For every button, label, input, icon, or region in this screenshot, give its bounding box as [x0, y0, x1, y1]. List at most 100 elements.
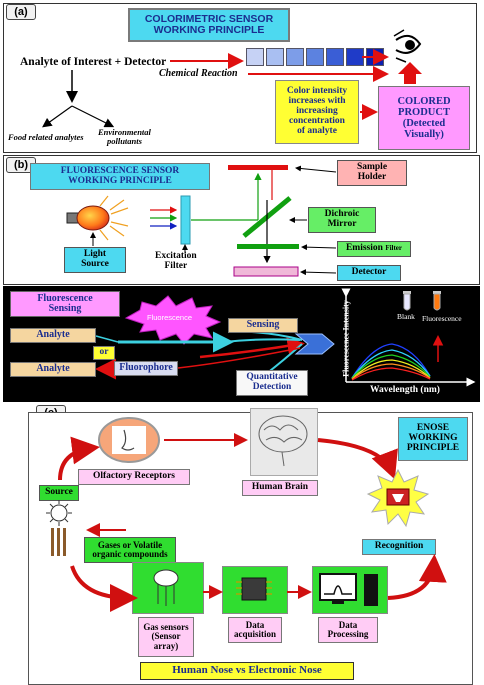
eye-icon	[393, 29, 422, 63]
food-analytes-label: Food related analytes	[8, 132, 84, 142]
fluorescence-sensing-graphics	[95, 288, 476, 387]
enose-title-box: ENOSE WORKING PRINCIPLE	[398, 417, 468, 461]
fluorescence-sensing-line1: Fluorescence	[37, 292, 93, 304]
colorimetric-title-line2: WORKING PRINCIPLE	[153, 24, 265, 36]
sensing-label: Sensing	[246, 319, 280, 331]
colored-product-line-2: PRODUCT	[398, 106, 450, 118]
excitation-filter-label: Excitation Filter	[155, 251, 197, 272]
colored-product-line-1: COLORED	[397, 95, 451, 107]
olfactory-label: Olfactory Receptors	[92, 471, 176, 482]
blank-label: Blank	[397, 312, 415, 321]
fluorescence-sensing-line2: Sensing	[48, 303, 82, 314]
arrow-source-to-sensors	[70, 565, 138, 612]
branch-left	[42, 105, 73, 128]
panel-a-graphics	[42, 29, 422, 128]
gases-box: Gases or Volatile organic compounds	[84, 537, 176, 563]
fluorescence-vial-label: Fluorescence	[422, 314, 462, 323]
spectrum-curve-green	[351, 354, 431, 379]
colorimetric-title: COLORIMETRIC SENSOR WORKING PRINCIPLE	[128, 8, 290, 42]
light-source-box: Light Source	[64, 247, 126, 273]
intensity-line-1: Color intensity	[286, 86, 348, 97]
color-scale	[246, 48, 386, 66]
data-acq-line1: Data	[245, 619, 265, 630]
colored-product-line-4: Visually)	[404, 129, 444, 141]
analyte-label-2: Analyte	[36, 363, 70, 375]
spectrum-x-label: Wavelength (nm)	[370, 385, 440, 395]
gases-line1: Gases or Volatile	[97, 539, 163, 550]
gas-sensors-line3: array)	[153, 640, 179, 651]
sample-holder-bar	[228, 165, 288, 170]
color-square-2	[266, 48, 284, 66]
detector-bar	[233, 266, 299, 277]
emission-filter-bar	[237, 244, 299, 249]
sample-holder-line1: Sample	[356, 162, 388, 173]
sample-holder-line2: Holder	[357, 172, 387, 182]
panel-b-optics	[66, 165, 337, 277]
intensity-line-2: increases with	[288, 96, 346, 107]
color-square-3	[286, 48, 304, 66]
arrow-to-detector	[300, 269, 337, 276]
arrow-to-sample-holder	[295, 165, 337, 173]
detector-box: Detector	[337, 265, 401, 281]
incense-sticks-icon	[51, 528, 66, 556]
sensing-box: Sensing	[228, 318, 298, 333]
gas-sensor-icon	[153, 569, 179, 606]
emission-suffix: Filter	[385, 244, 403, 253]
quant-line1: Quantitative	[246, 372, 298, 383]
data-acq-line2: acquisition	[233, 629, 276, 639]
gas-sensors-line2: (Sensor	[151, 631, 181, 642]
data-proc-line1: Data	[338, 619, 358, 630]
fluorescence-sensing-box: Fluorescence Sensing	[10, 291, 120, 317]
color-square-4	[306, 48, 324, 66]
excitation-line1: Excitation	[155, 251, 197, 261]
dichroic-line2: Mirror	[327, 219, 357, 229]
or-label: or	[99, 347, 109, 358]
nose-icon	[98, 417, 160, 463]
color-intensity-box: Color intensity increases with increasin…	[275, 80, 359, 144]
analyte-detector-text: Analyte of Interest + Detector	[20, 56, 167, 68]
panel-b-tag: (b)	[6, 157, 36, 173]
intensity-line-4: concentration	[289, 115, 345, 126]
fluorescence-title: FLUORESCENCE SENSOR WORKING PRINCIPLE	[30, 163, 210, 190]
arrow-proc-to-recognition	[387, 554, 447, 600]
fluorescence-burst	[124, 295, 222, 345]
analyte-box-2: Analyte	[10, 362, 96, 377]
chemical-reaction-label: Chemical Reaction	[159, 68, 238, 79]
brain-icon	[258, 415, 308, 467]
fluorescence-vial-icon	[433, 291, 441, 311]
or-box: or	[93, 346, 115, 360]
emission-label: Emission	[345, 243, 383, 254]
light-source-line1: Light	[83, 249, 107, 260]
fluorophore-to-quant	[177, 347, 301, 369]
footer-label: Human Nose vs Electronic Nose	[172, 664, 322, 677]
source-label: Source	[45, 487, 73, 498]
data-proc-line2: Processing	[327, 629, 369, 639]
gas-sensors-line1: Gas sensors	[143, 621, 189, 632]
analyte-label-1: Analyte	[36, 329, 70, 341]
color-square-1	[246, 48, 264, 66]
enose-line3: PRINCIPLE	[406, 442, 460, 453]
source-sun-icon	[46, 500, 72, 526]
branch-right	[71, 105, 115, 128]
intensity-line-5: of analyte	[297, 125, 337, 136]
fluorophore-label: Fluorophore	[119, 362, 173, 374]
spectrum-curve-orange	[351, 363, 431, 380]
enose-line1: ENOSE	[416, 423, 450, 434]
fluorophore-box: Fluorophore	[114, 361, 178, 376]
color-square-5	[326, 48, 344, 66]
gas-sensors-box: Gas sensors (Sensor array)	[138, 617, 194, 657]
spectrum-plot	[341, 288, 476, 387]
arrow-to-emission-filter	[301, 244, 337, 251]
human-brain-label: Human Brain	[251, 482, 309, 493]
sample-holder-box: Sample Holder	[337, 160, 407, 186]
quantitative-detection-box: Quantitative Detection	[236, 370, 308, 396]
excitation-line2: Filter	[164, 260, 188, 271]
human-brain-box: Human Brain	[242, 480, 318, 496]
colored-product-line-3: (Detected	[402, 118, 446, 129]
data-processing-box: Data Processing	[318, 617, 378, 643]
spectrum-curve-red	[351, 367, 431, 381]
spectrum-curve-cyan	[351, 349, 431, 379]
up-arrow-red	[398, 62, 422, 84]
enose-line2: WORKING	[408, 433, 458, 444]
